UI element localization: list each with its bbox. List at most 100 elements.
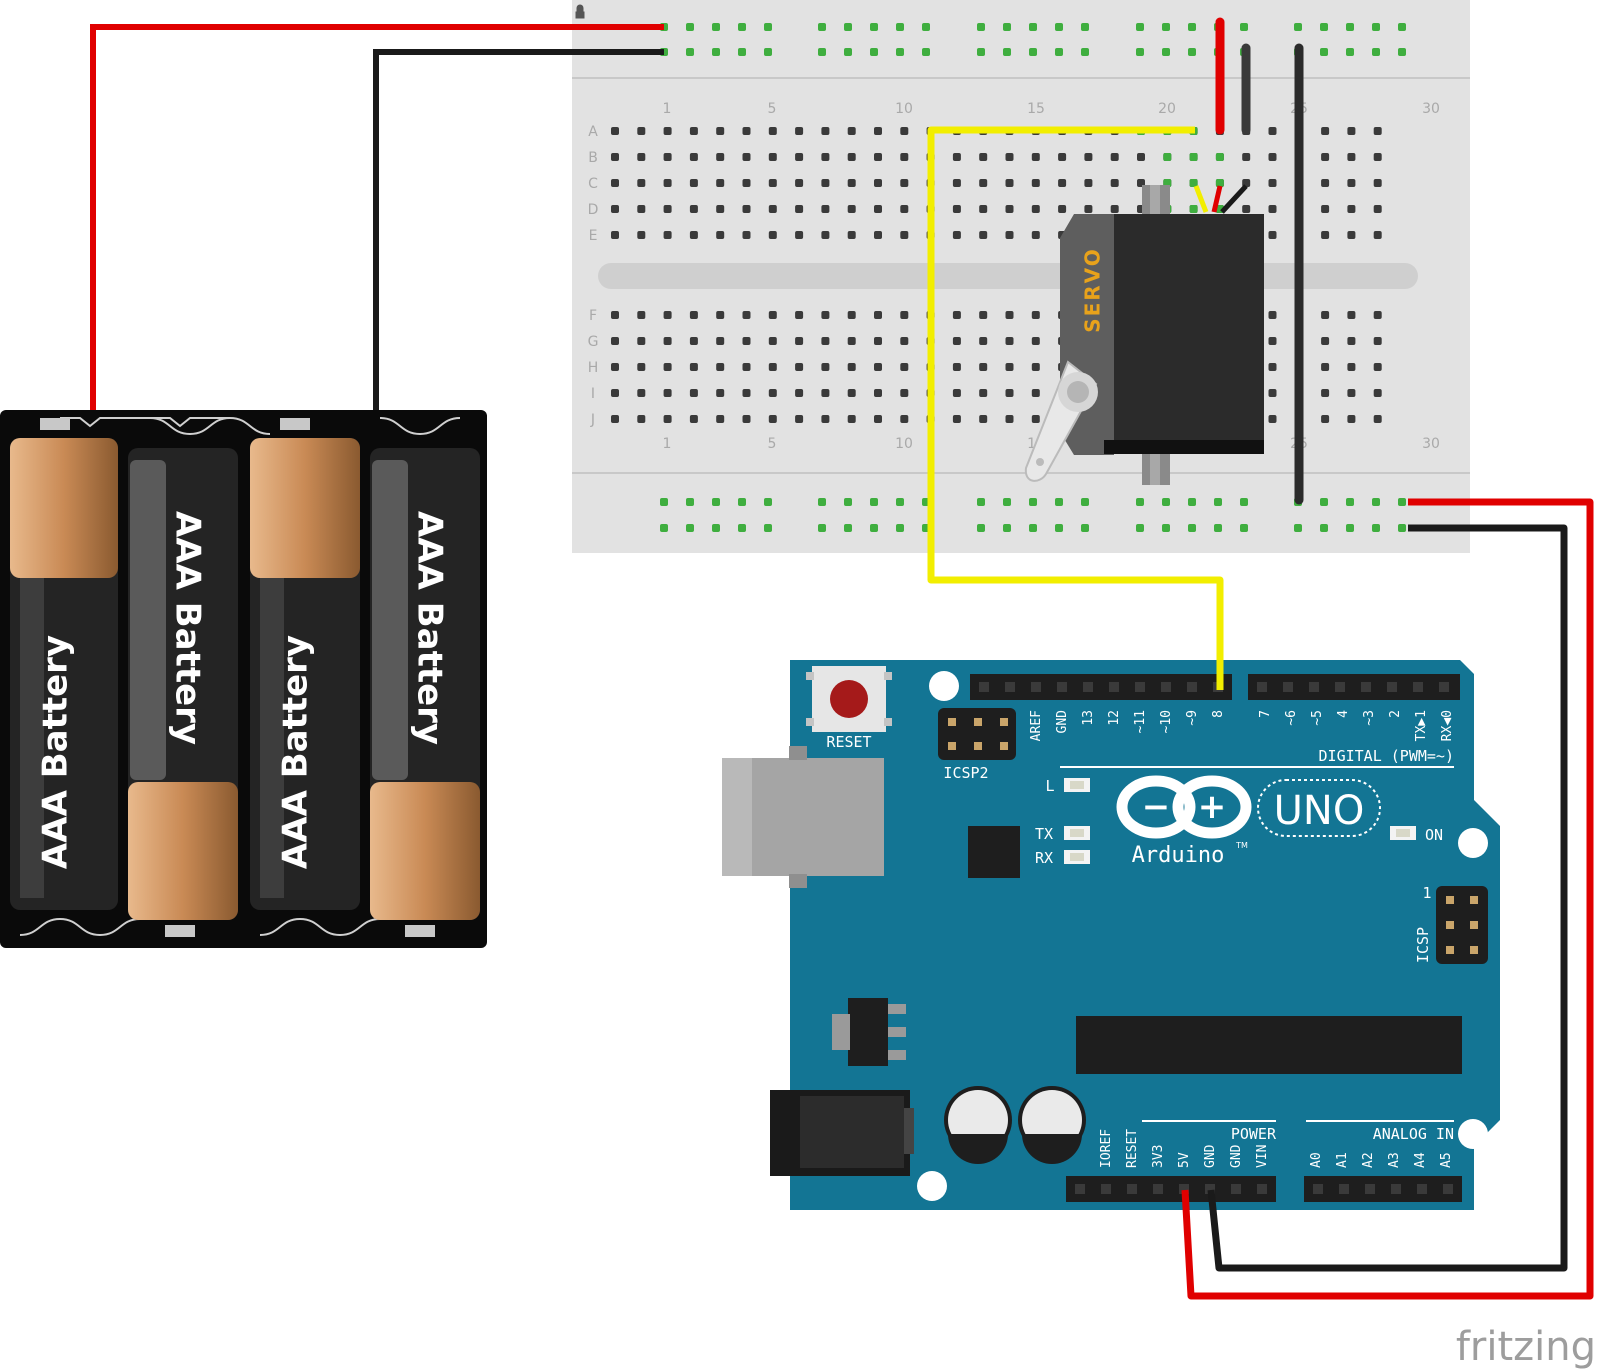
breadboard-hole — [1031, 337, 1040, 345]
power-rail-hole — [1372, 524, 1380, 532]
breadboard-hole — [1031, 363, 1040, 371]
power-rail-hole — [1055, 498, 1063, 506]
breadboard-hole — [689, 231, 698, 239]
capacitor — [1018, 1086, 1086, 1164]
breadboard-hole — [1321, 153, 1330, 161]
header-pin[interactable] — [1439, 682, 1449, 692]
breadboard-hole — [1373, 363, 1382, 371]
breadboard-hole — [768, 205, 777, 213]
header-pin[interactable] — [1313, 1184, 1323, 1194]
breadboard-hole — [716, 389, 725, 397]
breadboard-hole — [689, 311, 698, 319]
breadboard-hole — [900, 205, 909, 213]
breadboard-hole — [663, 205, 672, 213]
breadboard-hole — [795, 231, 804, 239]
breadboard-hole — [979, 205, 988, 213]
header-pin[interactable] — [1339, 1184, 1349, 1194]
power-rail-hole — [977, 23, 985, 31]
arduino-logo: − + — [1116, 775, 1252, 839]
breadboard-hole — [1321, 363, 1330, 371]
header-pin[interactable] — [1257, 682, 1267, 692]
mounting-hole — [917, 1171, 947, 1201]
breadboard-hole — [874, 389, 882, 397]
header-pin[interactable] — [1135, 682, 1145, 692]
header-pin[interactable] — [1153, 1184, 1163, 1194]
power-rail-hole — [1372, 48, 1380, 56]
power-rail-hole — [1162, 23, 1170, 31]
header-pin[interactable] — [1109, 682, 1119, 692]
breadboard-hole — [952, 363, 961, 371]
battery-label: AAA Battery — [36, 635, 76, 869]
row-letter: J — [590, 412, 595, 428]
breadboard-hole — [1268, 311, 1277, 319]
header-pin[interactable] — [1231, 1184, 1241, 1194]
header-pin[interactable] — [1205, 1184, 1215, 1194]
header-pin[interactable] — [1257, 1184, 1267, 1194]
header-pin[interactable] — [1365, 1184, 1375, 1194]
breadboard-hole — [847, 311, 856, 319]
breadboard-hole — [1031, 311, 1040, 319]
header-pin[interactable] — [1417, 1184, 1427, 1194]
pin-label: RESET — [1125, 1129, 1140, 1168]
row-letter: B — [588, 150, 598, 166]
power-rail-hole — [1081, 498, 1089, 506]
pin-label: GND — [1229, 1144, 1244, 1168]
header-pin[interactable] — [1127, 1184, 1137, 1194]
battery-label: AAA Battery — [410, 511, 450, 745]
breadboard-hole — [768, 337, 777, 345]
power-rail-hole — [1346, 23, 1354, 31]
breadboard-hole — [1084, 205, 1093, 213]
breadboard-hole — [795, 127, 804, 135]
breadboard-hole — [1373, 231, 1382, 239]
pin-label: A4 — [1413, 1152, 1428, 1168]
header-pin[interactable] — [1413, 682, 1423, 692]
breadboard-hole — [874, 231, 882, 239]
header-pin[interactable] — [1309, 682, 1319, 692]
breadboard-hole — [742, 415, 751, 423]
power-rail-hole — [1240, 23, 1248, 31]
header-pin[interactable] — [1387, 682, 1397, 692]
power-rail-hole — [1136, 48, 1144, 56]
breadboard-hole — [611, 231, 619, 239]
breadboard-hole — [1268, 363, 1277, 371]
breadboard-hole — [1110, 153, 1119, 161]
header-pin[interactable] — [1075, 1184, 1085, 1194]
header-pin[interactable] — [1335, 682, 1345, 692]
power-rail-hole — [1346, 498, 1354, 506]
breadboard-row-letters: A B C D E F G H I J — [588, 124, 599, 428]
header-pin[interactable] — [1031, 682, 1041, 692]
header-pin[interactable] — [1361, 682, 1371, 692]
icsp-header — [1436, 886, 1488, 964]
breadboard-hole — [1373, 389, 1382, 397]
trademark: TM — [1235, 841, 1248, 850]
header-pin[interactable] — [1443, 1184, 1453, 1194]
power-rail-hole — [1136, 23, 1144, 31]
header-pin[interactable] — [979, 682, 989, 692]
header-pin[interactable] — [1083, 682, 1093, 692]
power-rail-hole — [1294, 23, 1302, 31]
power-rail-hole — [686, 23, 694, 31]
capacitor — [944, 1086, 1012, 1164]
power-rail-hole — [1398, 23, 1406, 31]
breadboard-hole — [742, 337, 751, 345]
breadboard-hole — [900, 337, 909, 345]
breadboard-hole — [847, 231, 856, 239]
breadboard-hole — [1058, 153, 1067, 161]
header-pin[interactable] — [1161, 682, 1171, 692]
header-pin[interactable] — [1057, 682, 1067, 692]
power-rail-hole — [1055, 23, 1063, 31]
header-pin[interactable] — [1283, 682, 1293, 692]
power-rail-hole — [1398, 48, 1406, 56]
header-pin[interactable] — [1391, 1184, 1401, 1194]
breadboard-hole — [1110, 179, 1119, 187]
header-pin[interactable] — [1179, 1184, 1189, 1194]
breadboard-hole — [663, 363, 672, 371]
breadboard-hole — [742, 389, 751, 397]
reset-button[interactable] — [806, 666, 892, 732]
col-number: 5 — [768, 436, 777, 452]
power-rail-hole — [1346, 524, 1354, 532]
header-pin[interactable] — [1187, 682, 1197, 692]
header-pin[interactable] — [1101, 1184, 1111, 1194]
header-pin[interactable] — [1005, 682, 1015, 692]
breadboard-hole — [1137, 153, 1145, 161]
